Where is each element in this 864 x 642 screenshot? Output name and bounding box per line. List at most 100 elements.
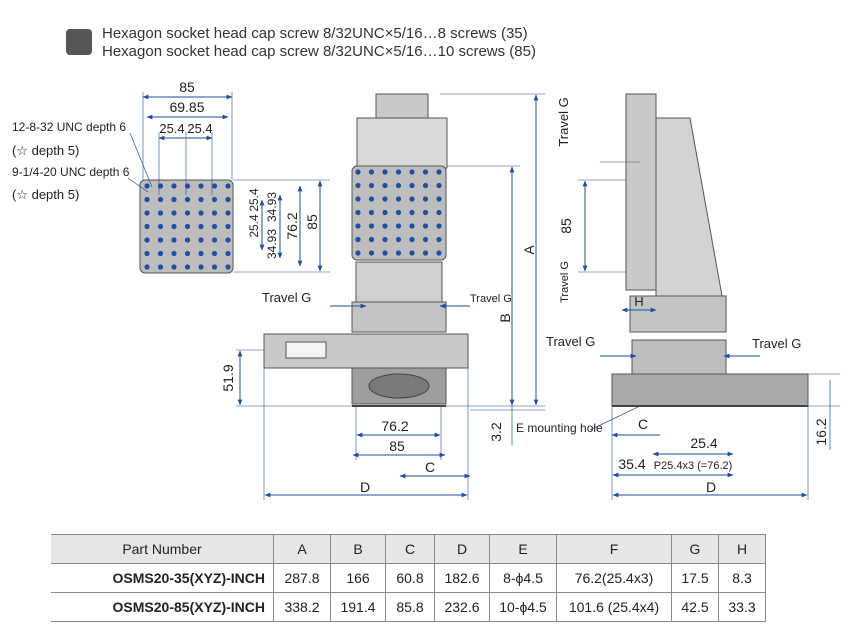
side-travel-g-top: Travel G xyxy=(556,97,571,146)
mounting-hole xyxy=(355,250,361,256)
mounting-hole xyxy=(368,182,375,189)
mounting-hole xyxy=(211,196,218,203)
mounting-hole xyxy=(355,236,361,243)
cell-b: 166 xyxy=(330,563,386,593)
mounting-hole xyxy=(184,183,191,189)
mounting-hole xyxy=(382,209,388,216)
mounting-hole xyxy=(144,250,150,257)
mounting-hole xyxy=(355,209,361,216)
mounting-hole xyxy=(171,264,177,270)
mounting-hole xyxy=(144,210,150,216)
mounting-hole xyxy=(436,169,442,175)
mounting-hole xyxy=(225,183,231,189)
side-dim-d: D xyxy=(706,479,716,495)
mounting-hole xyxy=(144,183,150,189)
mounting-hole xyxy=(225,264,231,270)
mounting-hole xyxy=(436,209,442,216)
side-travel-g-small: Travel G xyxy=(559,261,571,303)
mounting-hole xyxy=(198,223,204,230)
mounting-hole xyxy=(184,264,191,270)
col-header-e: E xyxy=(489,534,557,564)
dim-51-9: 51.9 xyxy=(220,364,236,391)
cell-e: 8-ϕ4.5 xyxy=(489,563,557,593)
cell-d: 182.6 xyxy=(434,563,490,593)
mounting-hole xyxy=(382,250,388,256)
dim-76-2-bottom: 76.2 xyxy=(381,418,408,434)
mounting-hole xyxy=(157,250,164,257)
mounting-hole xyxy=(409,236,415,243)
mounting-hole xyxy=(184,210,191,216)
part-number-cell: OSMS20-35(XYZ)-INCH xyxy=(51,563,274,593)
mounting-hole xyxy=(382,169,388,175)
mounting-hole xyxy=(355,223,361,229)
mounting-hole xyxy=(395,236,402,243)
dim-v-25-4-b: 25.4 xyxy=(247,188,261,212)
table-row: OSMS20-35(XYZ)-INCH 287.8 166 60.8 182.6… xyxy=(51,563,766,593)
mounting-hole xyxy=(225,237,231,243)
cell-g: 17.5 xyxy=(671,563,719,593)
mounting-hole xyxy=(368,209,375,216)
table-row: OSMS20-85(XYZ)-INCH 338.2 191.4 85.8 232… xyxy=(51,592,766,622)
mounting-hole xyxy=(144,237,150,243)
dim-85-top: 85 xyxy=(179,79,195,95)
cell-h: 8.3 xyxy=(718,563,766,593)
mounting-hole xyxy=(355,182,361,189)
side-dim-16-2: 16.2 xyxy=(813,418,829,445)
dim-25-4-a: 25.4 xyxy=(159,121,184,136)
side-dim-h: H xyxy=(634,294,643,309)
mounting-hole xyxy=(144,196,150,203)
mounting-hole xyxy=(198,196,204,203)
mounting-hole xyxy=(211,250,218,257)
side-dim-c: C xyxy=(638,416,648,432)
dim-3-2: 3.2 xyxy=(488,422,504,442)
mounting-hole xyxy=(422,209,429,216)
mounting-hole xyxy=(409,250,415,256)
dim-v-25-4-a: 25.4 xyxy=(247,214,261,238)
mounting-hole xyxy=(395,250,402,256)
dim-a: A xyxy=(521,245,537,255)
hole-note-1-depth: (☆ depth 5) xyxy=(12,143,79,158)
mounting-hole xyxy=(382,196,388,202)
mounting-hole xyxy=(436,250,442,256)
dim-c-front: C xyxy=(425,459,435,475)
spec-table: Part Number A B C D E F G H OSMS20-35(XY… xyxy=(51,534,766,622)
mounting-hole xyxy=(171,183,177,189)
dim-25-4-b: 25.4 xyxy=(187,121,212,136)
mounting-hole xyxy=(211,223,218,230)
mounting-hole xyxy=(225,223,231,230)
side-dim-25-4: 25.4 xyxy=(690,435,717,451)
mounting-hole xyxy=(184,237,191,243)
mounting-hole xyxy=(157,237,164,243)
col-header-f: F xyxy=(556,534,672,564)
mounting-hole xyxy=(157,210,164,216)
mounting-hole xyxy=(157,223,164,230)
cell-g: 42.5 xyxy=(671,592,719,622)
mounting-hole xyxy=(436,196,442,202)
mounting-hole xyxy=(184,196,191,203)
cell-c: 85.8 xyxy=(385,592,435,622)
mounting-hole xyxy=(436,236,442,243)
mounting-hole xyxy=(198,264,204,270)
mounting-hole xyxy=(355,169,361,175)
mounting-hole xyxy=(368,169,375,175)
mounting-hole xyxy=(225,210,231,216)
mounting-hole xyxy=(171,237,177,243)
col-header-c: C xyxy=(385,534,435,564)
mounting-hole xyxy=(171,250,177,257)
mounting-hole xyxy=(409,223,415,229)
mounting-hole xyxy=(157,183,164,189)
top-view: 85 69.85 25.4 25.4 12-8-32 UNC depth 6 (… xyxy=(12,79,330,274)
mounting-hole xyxy=(368,223,375,229)
cell-f: 101.6 (25.4x4) xyxy=(556,592,672,622)
mounting-hole xyxy=(157,264,164,270)
col-header-a: A xyxy=(273,534,331,564)
top-hole-pattern xyxy=(144,183,231,270)
col-header-d: D xyxy=(434,534,490,564)
dim-d-front: D xyxy=(360,479,370,495)
side-travel-g-right: Travel G xyxy=(752,336,801,351)
mounting-hole xyxy=(184,250,191,257)
mounting-hole xyxy=(171,223,177,230)
hole-note-2: 9-1/4-20 UNC depth 6 xyxy=(12,165,130,179)
cell-f: 76.2(25.4x3) xyxy=(556,563,672,593)
screw-note-85: Hexagon socket head cap screw 8/32UNC×5/… xyxy=(102,43,536,60)
